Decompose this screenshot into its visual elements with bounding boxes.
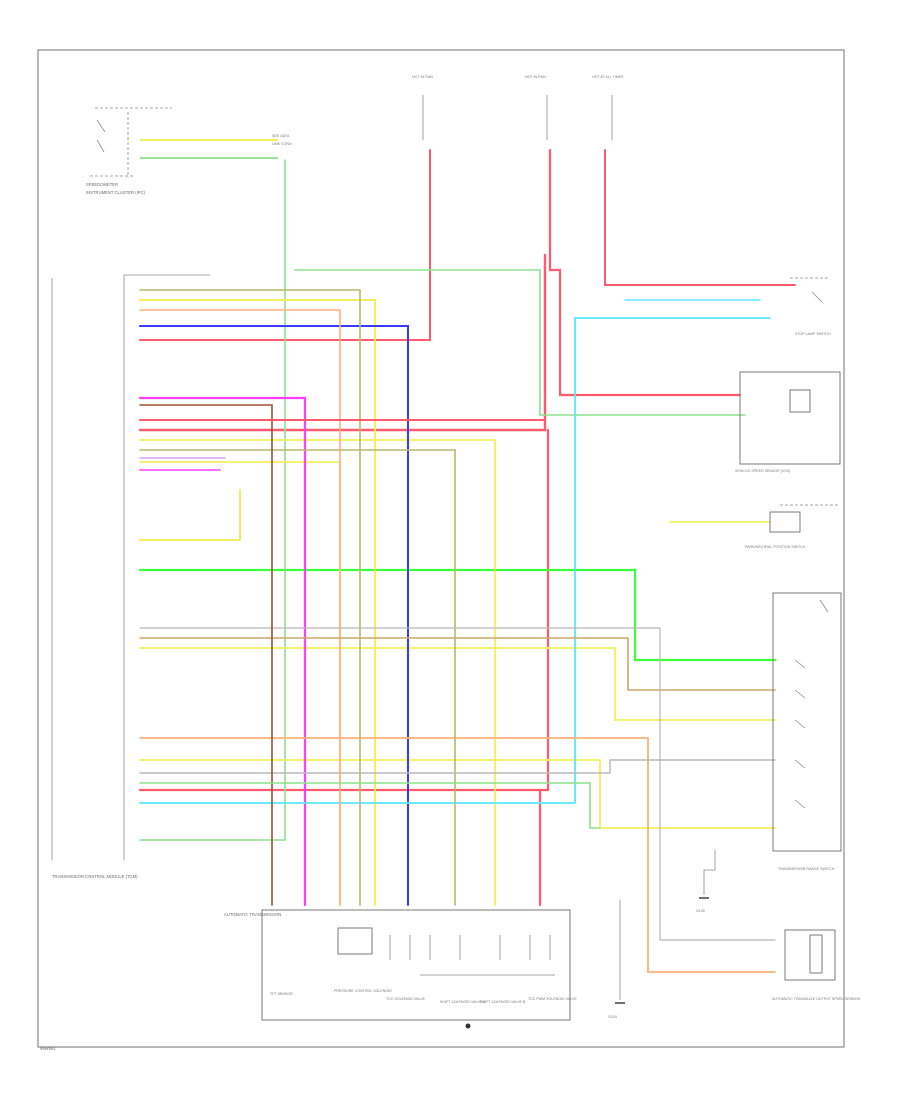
svg-text:HOT IN RUN: HOT IN RUN	[525, 75, 546, 79]
park-neutral-switch: PARK/NEUTRAL POSITION SWITCH	[745, 504, 840, 549]
stop-lamp-switch: STOP LAMP SWITCH	[790, 277, 831, 336]
power-feeds: HOT IN RUN HOT IN RUN HOT AT ALL TIMES	[412, 75, 624, 140]
diagram-frame	[37, 49, 845, 1048]
svg-text:TRANSMISSION RANGE SWITCH: TRANSMISSION RANGE SWITCH	[778, 867, 835, 871]
svg-text:HOT AT ALL TIMES: HOT AT ALL TIMES	[592, 75, 624, 79]
auto-trans-label: AUTOMATIC TRANSMISSION	[224, 912, 281, 917]
vehicle-speed-sensor: VEHICLE SPEED SENSOR (VSS)	[735, 371, 841, 473]
svg-text:SEE DATA: SEE DATA	[272, 134, 290, 138]
automatic-transmission: AUTOMATIC TRANSMISSION TFT SENSOR PRESSU…	[224, 909, 577, 1029]
tcm-block: TRANSMISSION CONTROL MODULE (TCM)	[51, 274, 210, 879]
svg-text:PRESSURE CONTROL SOLENOID: PRESSURE CONTROL SOLENOID	[334, 989, 392, 993]
svg-text:TFT SENSOR: TFT SENSOR	[270, 992, 293, 996]
diagram-id: 99W991	[40, 1046, 56, 1051]
output-speed-sensor: AUTOMATIC TRANSAXLE OUTPUT SPEED SENSOR	[772, 929, 861, 1001]
svg-text:TCC PWM SOLENOID VALVE: TCC PWM SOLENOID VALVE	[528, 997, 577, 1001]
svg-text:HOT IN RUN: HOT IN RUN	[412, 75, 433, 79]
svg-text:AUTOMATIC TRANSAXLE OUTPUT SPE: AUTOMATIC TRANSAXLE OUTPUT SPEED SENSOR	[772, 997, 861, 1001]
instrument-cluster-label: INSTRUMENT CLUSTER (IPC)	[86, 190, 146, 195]
speedometer-label: SPEEDOMETER	[86, 182, 118, 187]
svg-text:VEHICLE SPEED SENSOR (VSS): VEHICLE SPEED SENSOR (VSS)	[735, 469, 790, 473]
svg-text:G104: G104	[608, 1015, 617, 1019]
svg-text:G105: G105	[696, 909, 705, 913]
svg-text:PARK/NEUTRAL POSITION SWITCH: PARK/NEUTRAL POSITION SWITCH	[745, 545, 806, 549]
svg-text:TCC SOLENOID VALVE: TCC SOLENOID VALVE	[386, 997, 426, 1001]
instrument-cluster: SPEEDOMETER INSTRUMENT CLUSTER (IPC) SEE…	[86, 107, 292, 195]
tcm-label: TRANSMISSION CONTROL MODULE (TCM)	[52, 874, 138, 879]
grounds: G104 G105	[608, 850, 716, 1019]
svg-text:SHIFT SOLENOID VALVE A: SHIFT SOLENOID VALVE A	[440, 1000, 486, 1004]
svg-text:STOP LAMP SWITCH: STOP LAMP SWITCH	[795, 332, 831, 336]
svg-text:LINK CONN: LINK CONN	[272, 142, 292, 146]
wires	[138, 148, 796, 973]
svg-text:SHIFT SOLENOID VALVE B: SHIFT SOLENOID VALVE B	[480, 1000, 526, 1004]
trans-range-switch: TRANSMISSION RANGE SWITCH	[772, 592, 842, 871]
